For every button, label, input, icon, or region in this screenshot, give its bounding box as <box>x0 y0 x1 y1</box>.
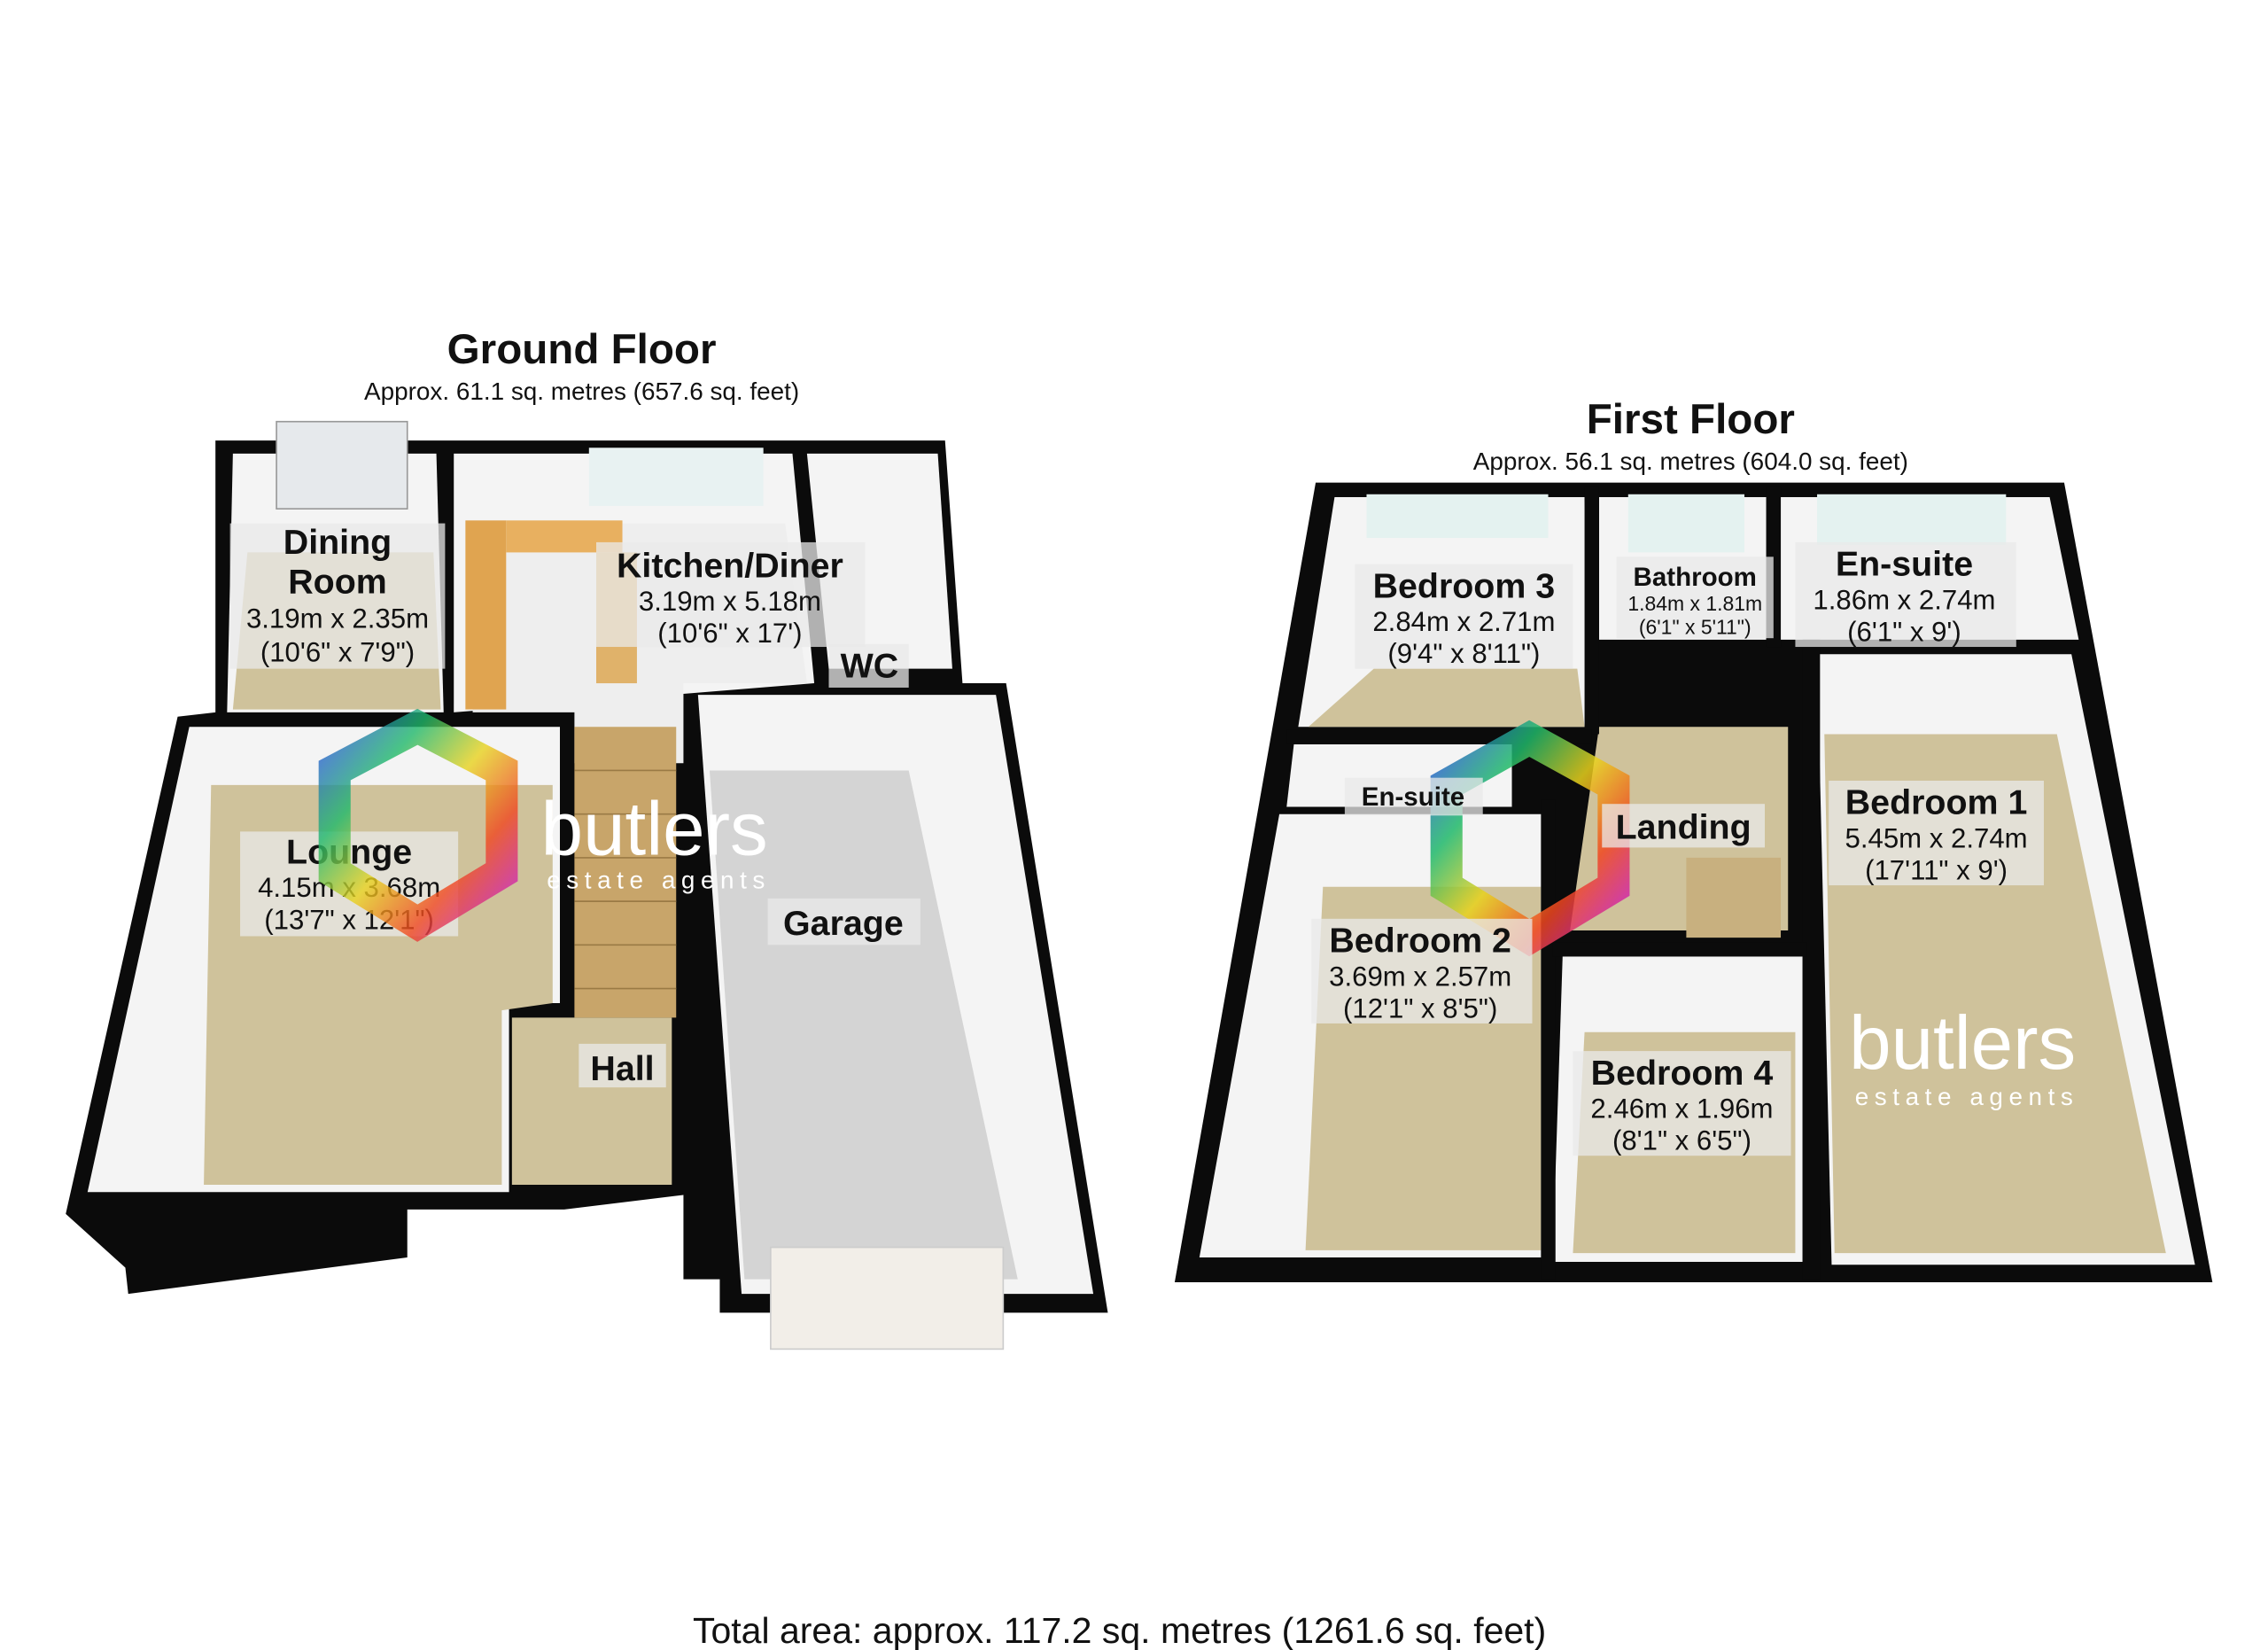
room-dimensions-metric: 5.45m x 2.74m <box>1845 822 2028 853</box>
ground-floor-plan: Ground Floor Approx. 61.1 sq. metres (65… <box>66 326 1108 1350</box>
room-dimensions-imperial: (9'4" x 8'11") <box>1387 638 1540 669</box>
total-area: Total area: approx. 117.2 sq. metres (12… <box>693 1610 1546 1650</box>
room-dimensions-metric: 2.84m x 2.71m <box>1372 606 1555 637</box>
watermark-tagline: estate agents <box>1855 1083 2079 1110</box>
room-name: Bedroom 3 <box>1373 566 1556 605</box>
room-name: En-suite <box>1836 545 1973 584</box>
room-name: Bedroom 1 <box>1845 783 2028 822</box>
room-dimensions-imperial: (12'1" x 8'5") <box>1343 992 1497 1023</box>
logo-hexagon-icon <box>318 708 518 942</box>
room-name: Dining <box>284 523 392 562</box>
room-name: Bathroom <box>1634 563 1757 592</box>
room-dimensions-metric: 3.19m x 5.18m <box>639 586 821 617</box>
room-name: Bedroom 2 <box>1329 922 1511 961</box>
first-floor-title: First Floor <box>1587 396 1795 443</box>
room-name: Kitchen/Diner <box>617 546 843 585</box>
room-dimensions-metric: 3.69m x 2.57m <box>1329 961 1511 992</box>
room-dimensions-imperial: (6'1" x 9') <box>1847 616 1961 647</box>
room-name: Garage <box>783 904 904 943</box>
room-dimensions-imperial: (6'1" x 5'11") <box>1639 615 1751 638</box>
room-name: En-suite <box>1362 782 1464 812</box>
room-name: WC <box>841 646 899 685</box>
room-dimensions-metric: 3.19m x 2.35m <box>246 603 429 634</box>
room-name: Bedroom 4 <box>1591 1054 1774 1093</box>
watermark-tagline: estate agents <box>547 866 771 893</box>
watermark-brand: butlers <box>541 788 768 872</box>
room-name: Room <box>288 562 387 601</box>
ground-floor-title: Ground Floor <box>447 326 717 373</box>
ground-floor-area: Approx. 61.1 sq. metres (657.6 sq. feet) <box>364 377 799 405</box>
watermark-brand: butlers <box>1849 1001 2076 1086</box>
room-name: Landing <box>1616 808 1751 847</box>
room-name: Hall <box>590 1049 654 1088</box>
room-dimensions-imperial: (10'6" x 7'9") <box>260 636 415 667</box>
room-dimensions-metric: 1.84m x 1.81m <box>1627 592 1762 615</box>
watermark-logo: butlers estate agents <box>318 708 771 942</box>
room-dimensions-metric: 2.46m x 1.96m <box>1590 1094 1773 1125</box>
first-floor-area: Approx. 56.1 sq. metres (604.0 sq. feet) <box>1473 448 1908 475</box>
room-dimensions-metric: 1.86m x 2.74m <box>1813 584 1995 615</box>
room-dimensions-imperial: (10'6" x 17') <box>657 618 802 649</box>
room-dimensions-imperial: (8'1" x 6'5") <box>1612 1125 1751 1156</box>
room-dimensions-imperial: (17'11" x 9') <box>1865 855 2008 886</box>
first-floor-plan: butlers estate agents First Floor Approx… <box>1174 396 2213 1282</box>
